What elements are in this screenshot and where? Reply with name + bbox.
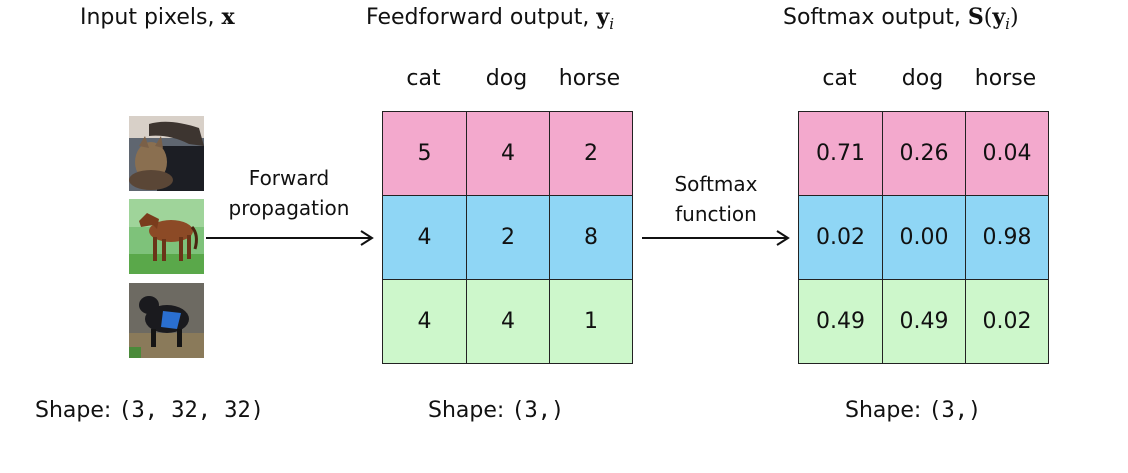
- softmax-label-line2: function: [675, 202, 757, 226]
- feedforward-shape-label: Shape: (3,): [428, 398, 565, 423]
- ff-row-horse: 4 2 8: [383, 195, 632, 279]
- sm-cell: 0.49: [816, 309, 865, 334]
- sm-row-cat: 0.71 0.26 0.04: [799, 112, 1048, 195]
- input-title: Input pixels, x: [80, 4, 235, 30]
- dog-image: [129, 283, 204, 358]
- ff-cell: 4: [417, 309, 432, 334]
- sm-cell: 0.26: [882, 112, 965, 195]
- sm-cell: 0.00: [882, 196, 965, 279]
- forward-arrow-label: Forward propagation: [212, 163, 366, 223]
- forward-label-line2: propagation: [228, 196, 350, 220]
- ff-col-header-dog: dog: [485, 66, 528, 91]
- sm-cell: 0.04: [965, 112, 1048, 195]
- input-shape-value: (3, 32, 32): [118, 398, 265, 423]
- sm-cell: 0.49: [882, 280, 965, 363]
- feedforward-title: Feedforward output, yi: [366, 4, 614, 33]
- cat-image: [129, 116, 204, 191]
- ff-cell: 4: [417, 225, 432, 250]
- feedforward-grid: 5 4 2 4 2 8 4 4 1: [382, 111, 633, 364]
- forward-label-line1: Forward: [248, 166, 330, 190]
- softmax-arrow: [642, 230, 790, 246]
- ff-cell: 8: [549, 196, 632, 279]
- sm-col-header-dog: dog: [901, 66, 944, 91]
- ff-cell: 2: [466, 196, 549, 279]
- softmax-title: Softmax output, S(yi): [783, 4, 1019, 33]
- softmax-label-line1: Softmax: [674, 172, 758, 196]
- sm-cell: 0.98: [965, 196, 1048, 279]
- softmax-shape-value: (3,): [928, 398, 982, 423]
- feedforward-shape-value: (3,): [511, 398, 565, 423]
- ff-cell: 2: [549, 112, 632, 195]
- sm-col-header-cat: cat: [822, 66, 857, 91]
- input-shape-label: Shape: (3, 32, 32): [35, 398, 265, 423]
- sm-row-horse: 0.02 0.00 0.98: [799, 195, 1048, 279]
- sm-cell: 0.02: [965, 280, 1048, 363]
- softmax-grid: 0.71 0.26 0.04 0.02 0.00 0.98 0.49 0.49 …: [798, 111, 1049, 364]
- forward-arrow: [206, 230, 374, 246]
- ff-row-cat: 5 4 2: [383, 112, 632, 195]
- sm-cell: 0.02: [816, 225, 865, 250]
- softmax-arrow-label: Softmax function: [642, 169, 790, 229]
- ff-cell: 1: [549, 280, 632, 363]
- softmax-shape-label: Shape: (3,): [845, 398, 982, 423]
- ff-col-header-horse: horse: [558, 66, 621, 91]
- sm-cell: 0.71: [816, 141, 865, 166]
- ff-cell: 5: [417, 141, 432, 166]
- horse-image: [129, 199, 204, 274]
- ff-row-dog: 4 4 1: [383, 279, 632, 363]
- sm-col-header-horse: horse: [974, 66, 1037, 91]
- ff-cell: 4: [466, 280, 549, 363]
- ff-cell: 4: [466, 112, 549, 195]
- ff-col-header-cat: cat: [406, 66, 441, 91]
- sm-row-dog: 0.49 0.49 0.02: [799, 279, 1048, 363]
